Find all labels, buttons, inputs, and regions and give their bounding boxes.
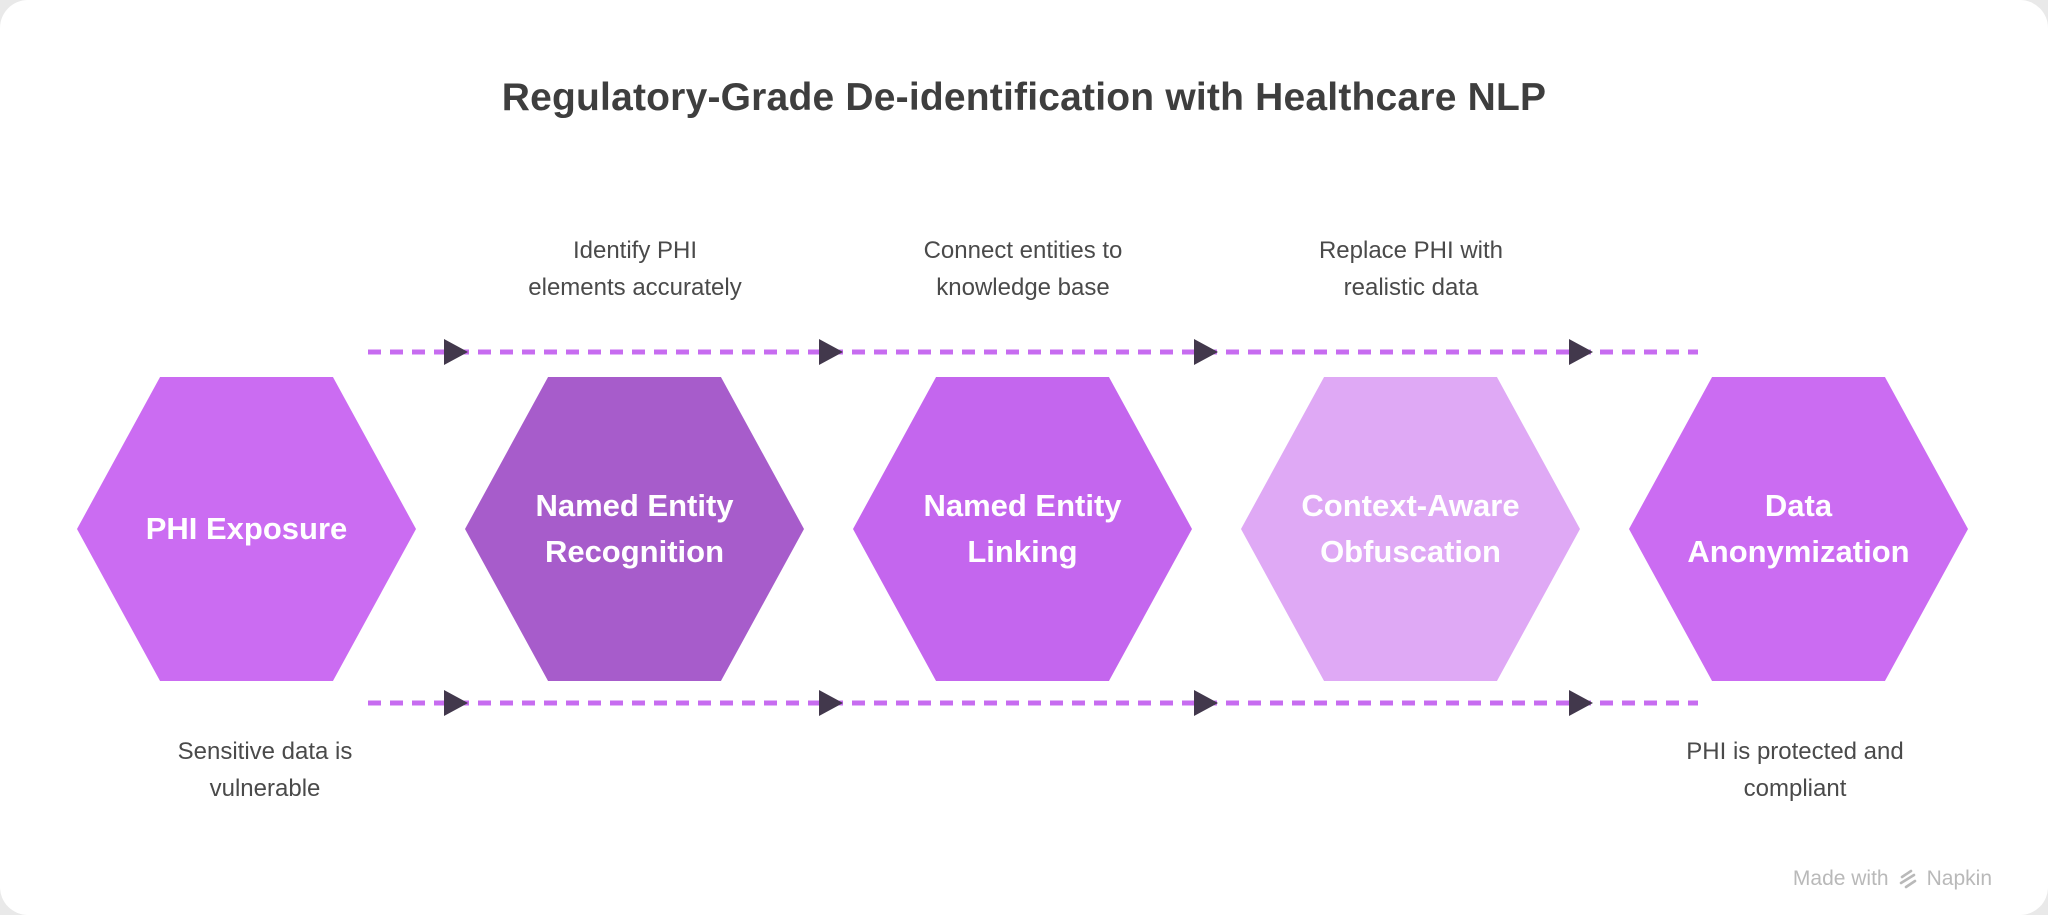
arrowhead-icon — [819, 339, 843, 365]
arrowhead-icon — [819, 690, 843, 716]
arrowhead-icon — [1194, 690, 1218, 716]
made-with-napkin-link[interactable]: Made with Napkin — [1793, 867, 1992, 891]
step-label-replace-phi: Replace PHI with realistic data — [1318, 237, 1504, 301]
arrowhead-icon — [1569, 339, 1593, 365]
annotation-end: PHI is protected and compliant — [1686, 738, 1904, 802]
stage-hex-data-anonymization: Data Anonymization — [1629, 377, 1968, 681]
stage-hex-phi-exposure: PHI Exposure — [77, 377, 416, 681]
diagram-title: Regulatory-Grade De-identification with … — [501, 76, 1547, 119]
step-label-connect-entities: Connect entities to knowledge base — [923, 237, 1123, 301]
stage-hex-named-entity-recognition: Named Entity Recognition — [465, 377, 804, 681]
made-with-text: Made with — [1792, 867, 1889, 890]
stage-label-phi-exposure: PHI Exposure — [145, 511, 348, 546]
stage-label-context-aware-obfuscation: Context-Aware Obfuscation — [1301, 488, 1520, 569]
napkin-logo-icon — [1899, 869, 1916, 889]
step-label-identify-phi: Identify PHI elements accurately — [528, 237, 742, 301]
napkin-brand-text: Napkin — [1926, 867, 1992, 890]
stage-label-data-anonymization: Data Anonymization — [1687, 488, 1910, 569]
arrowhead-icon — [1194, 339, 1218, 365]
arrowhead-icon — [444, 690, 468, 716]
annotation-start: Sensitive data is vulnerable — [177, 738, 353, 802]
stage-hex-context-aware-obfuscation: Context-Aware Obfuscation — [1241, 377, 1580, 681]
arrowhead-icon — [1569, 690, 1593, 716]
stage-label-named-entity-recognition: Named Entity Recognition — [535, 488, 734, 569]
stage-hex-named-entity-linking: Named Entity Linking — [853, 377, 1192, 681]
arrowhead-icon — [444, 339, 468, 365]
stage-label-named-entity-linking: Named Entity Linking — [923, 488, 1122, 569]
